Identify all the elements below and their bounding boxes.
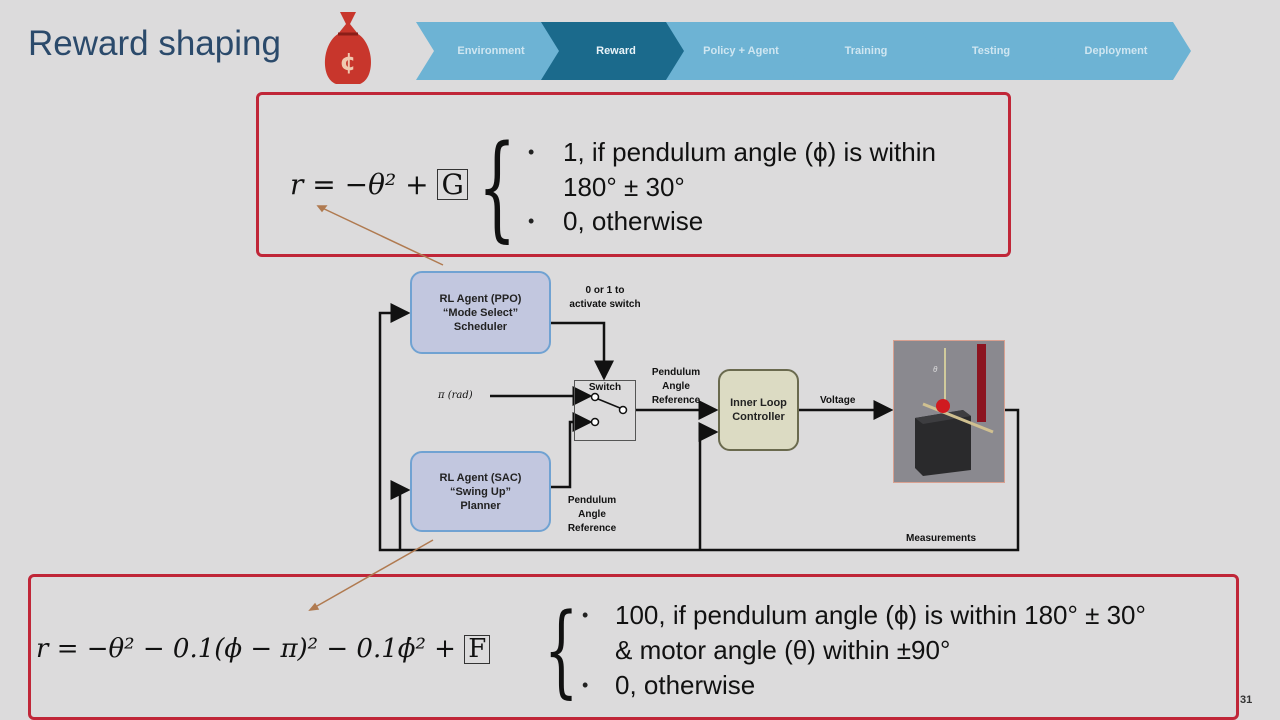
svg-text:¢: ¢ xyxy=(340,48,357,76)
money-bag-icon: ¢ xyxy=(324,12,372,84)
step-policy-agent[interactable]: Policy + Agent xyxy=(666,22,816,80)
reward-equation-ppo: r = −θ² + G xyxy=(290,168,468,201)
step-environment[interactable]: Environment xyxy=(416,22,566,80)
step-label: Testing xyxy=(971,45,1011,57)
bullet-text: 0, otherwise xyxy=(615,670,756,700)
bullet: • xyxy=(582,675,589,695)
label-line: Angle xyxy=(662,381,690,392)
switch-block: Switch xyxy=(574,380,636,441)
boxed-term: G xyxy=(437,169,468,201)
label-line: Pendulum xyxy=(567,495,617,506)
label-line: Reference xyxy=(651,395,701,406)
plant-angle-label: θ xyxy=(933,365,938,374)
bullet: • xyxy=(528,142,535,162)
bullet: • xyxy=(528,211,535,231)
step-testing[interactable]: Testing xyxy=(916,22,1066,80)
block-line: Controller xyxy=(732,411,785,423)
switch-label: Switch xyxy=(588,382,622,393)
bullet-text: 100, if pendulum angle (ϕ) is within 180… xyxy=(615,600,1146,630)
voltage-label: Voltage xyxy=(820,395,856,406)
step-label: Reward xyxy=(596,45,636,57)
equation-text: r = −θ² − 0.1(ϕ − π)² − 0.1ϕ̇² + xyxy=(36,634,465,664)
reward-equation-sac: r = −θ² − 0.1(ϕ − π)² − 0.1ϕ̇² + F xyxy=(36,634,491,665)
step-reward[interactable]: Reward xyxy=(541,22,691,80)
pendulum-plant-image: θ xyxy=(893,340,1005,483)
step-label: Deployment xyxy=(1084,45,1148,57)
reward-box-ppo xyxy=(256,92,1011,257)
block-line: Scheduler xyxy=(453,320,508,333)
step-training[interactable]: Training xyxy=(791,22,941,80)
label-line: Pendulum xyxy=(651,367,701,378)
label-line: activate switch xyxy=(569,299,641,310)
reward-box-sac xyxy=(28,574,1239,720)
brace: { xyxy=(478,122,517,255)
boxed-term: F xyxy=(464,635,491,665)
block-line: RL Agent (PPO) xyxy=(439,292,522,305)
bullet-text: 0, otherwise xyxy=(563,206,704,236)
bullet-text: 1, if pendulum angle (ϕ) is within xyxy=(563,137,936,167)
bullet: • xyxy=(582,605,589,625)
block-line: RL Agent (SAC) xyxy=(439,471,522,484)
page-number: 31 xyxy=(1240,694,1253,706)
label-line: 0 or 1 to xyxy=(585,285,625,296)
measurements-label: Measurements xyxy=(906,533,977,544)
bullet-text: 180° ± 30° xyxy=(563,172,685,202)
pi-input-label: π (rad) xyxy=(438,390,473,401)
brace: { xyxy=(544,592,579,709)
block-line: “Swing Up” xyxy=(449,485,512,498)
label-line: Reference xyxy=(567,523,617,534)
equation-text: r = −θ² + xyxy=(290,168,438,201)
step-deployment[interactable]: Deployment xyxy=(1041,22,1191,80)
sac-agent-block: RL Agent (SAC) “Swing Up” Planner xyxy=(410,451,551,532)
ppo-agent-block: RL Agent (PPO) “Mode Select” Scheduler xyxy=(410,271,551,354)
inner-loop-controller-block: Inner Loop Controller xyxy=(718,369,799,451)
block-line: “Mode Select” xyxy=(442,306,519,319)
slide-title: Reward shaping xyxy=(28,24,281,63)
activate-switch-label: 0 or 1 to activate switch xyxy=(550,284,660,312)
step-label: Policy + Agent xyxy=(703,45,779,57)
step-label: Training xyxy=(844,45,888,57)
bullet-text: & motor angle (θ) within ±90° xyxy=(615,635,951,665)
block-line: Planner xyxy=(460,499,501,512)
label-line: Angle xyxy=(578,509,606,520)
block-line: Inner Loop xyxy=(730,397,787,409)
step-label: Environment xyxy=(457,45,525,57)
